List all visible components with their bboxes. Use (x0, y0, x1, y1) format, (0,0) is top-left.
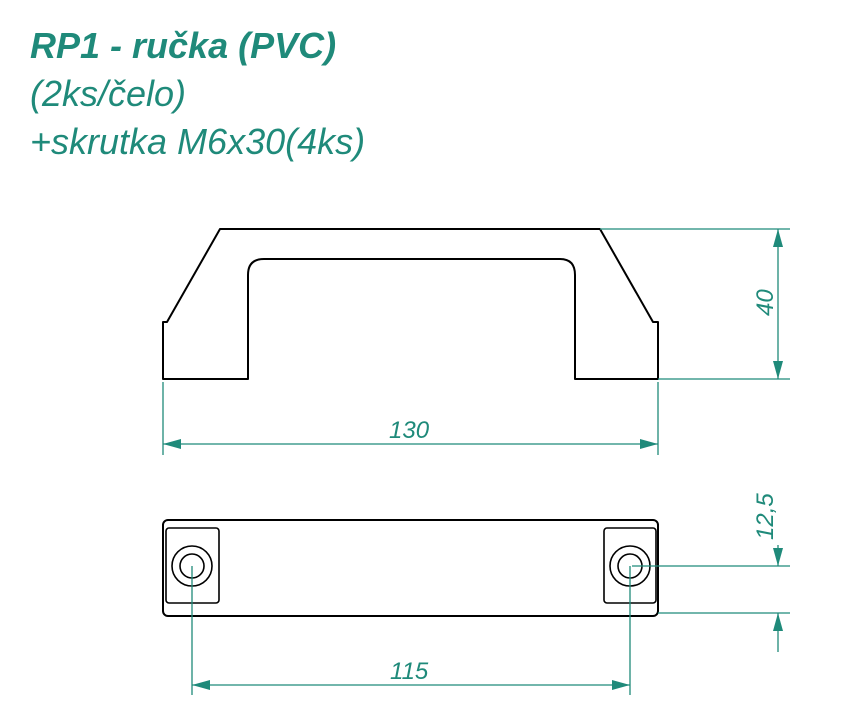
handle-front-outline (162, 228, 659, 380)
hole-spacing-dimension-label: 115 (390, 658, 429, 685)
height-dimension-label: 40 (752, 289, 779, 316)
handle-front-view (162, 228, 659, 380)
title-line-1: RP1 - ručka (PVC) (30, 25, 337, 66)
height-dimension: 40 (600, 228, 790, 380)
width-dimension: 130 (162, 382, 659, 455)
hole-offset-dimension: 12,5 (632, 493, 790, 652)
title-line-2: (2ks/čelo) (30, 73, 187, 114)
hole-spacing-dimension: 115 (191, 566, 631, 695)
hole-offset-dimension-label: 12,5 (752, 493, 779, 540)
handle-top-outline (162, 519, 659, 617)
title-line-3: +skrutka M6x30(4ks) (30, 121, 366, 162)
handle-top-view (162, 519, 659, 617)
width-dimension-label: 130 (389, 417, 430, 444)
